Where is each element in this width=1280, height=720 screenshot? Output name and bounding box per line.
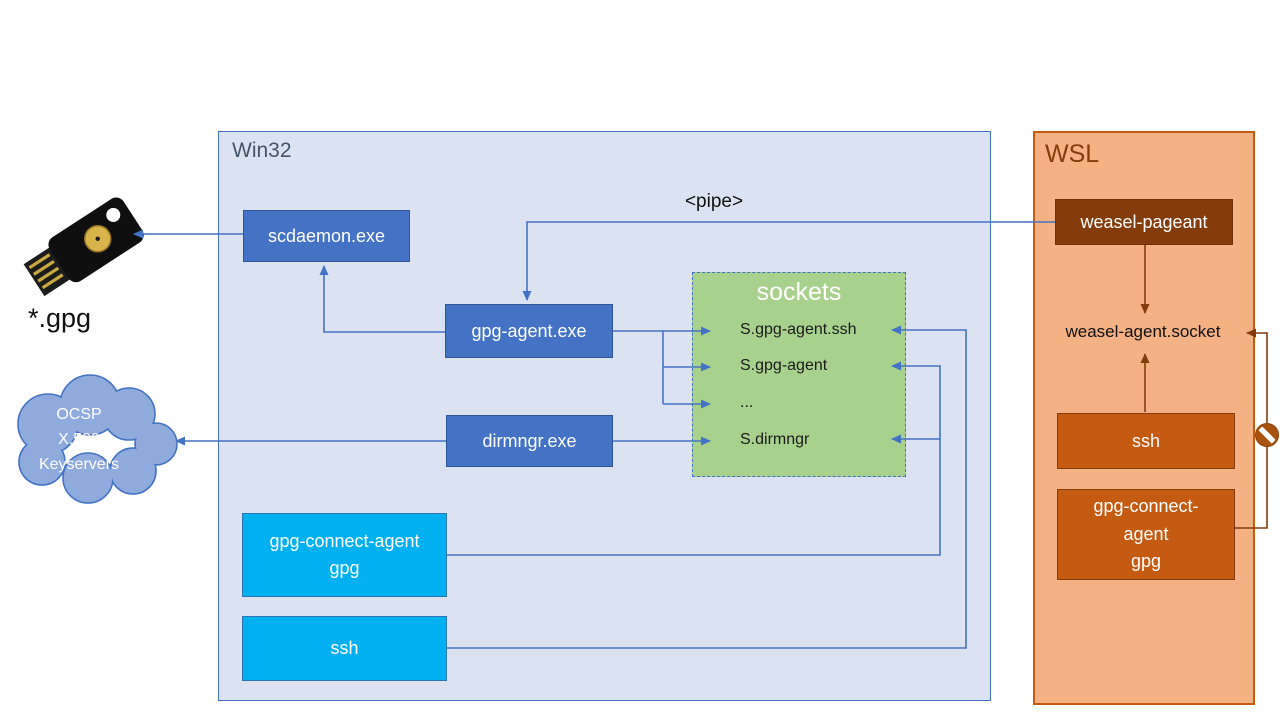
node-wsl-ssh: ssh [1057, 413, 1235, 469]
socket-entry-gpg-agent-ssh: S.gpg-agent.ssh [740, 321, 857, 338]
sockets-group-title: sockets [756, 278, 842, 306]
no-entry-icon [1255, 423, 1279, 447]
socket-entry-dirmngr: S.dirmngr [740, 431, 810, 448]
label-weasel-agent-socket: weasel-agent.socket [1065, 322, 1221, 341]
label-pipe: <pipe> [684, 191, 744, 212]
node-scdaemon: scdaemon.exe [243, 210, 410, 262]
cloud-label-line3: Keyservers [38, 456, 120, 473]
cloud-label-line2: X.509 [58, 431, 100, 448]
win32-region-title: Win32 [232, 139, 292, 162]
cloud-label-line1: OCSP [56, 406, 102, 423]
node-weasel-pageant: weasel-pageant [1055, 199, 1233, 245]
node-dirmngr: dirmngr.exe [446, 415, 613, 467]
node-wsl-gpg-connect-agent: gpg-connect- agent gpg [1057, 489, 1235, 580]
node-gpg-agent: gpg-agent.exe [445, 304, 613, 358]
node-win32-gpg-connect-agent: gpg-connect-agent gpg [242, 513, 447, 597]
wsl-region-title: WSL [1045, 140, 1100, 168]
usb-security-key-icon [23, 197, 144, 297]
socket-entry-ellipsis: ... [740, 394, 754, 411]
socket-entry-gpg-agent: S.gpg-agent [740, 357, 828, 374]
node-win32-ssh: ssh [242, 616, 447, 681]
label-gpg-files: *.gpg [28, 303, 92, 333]
